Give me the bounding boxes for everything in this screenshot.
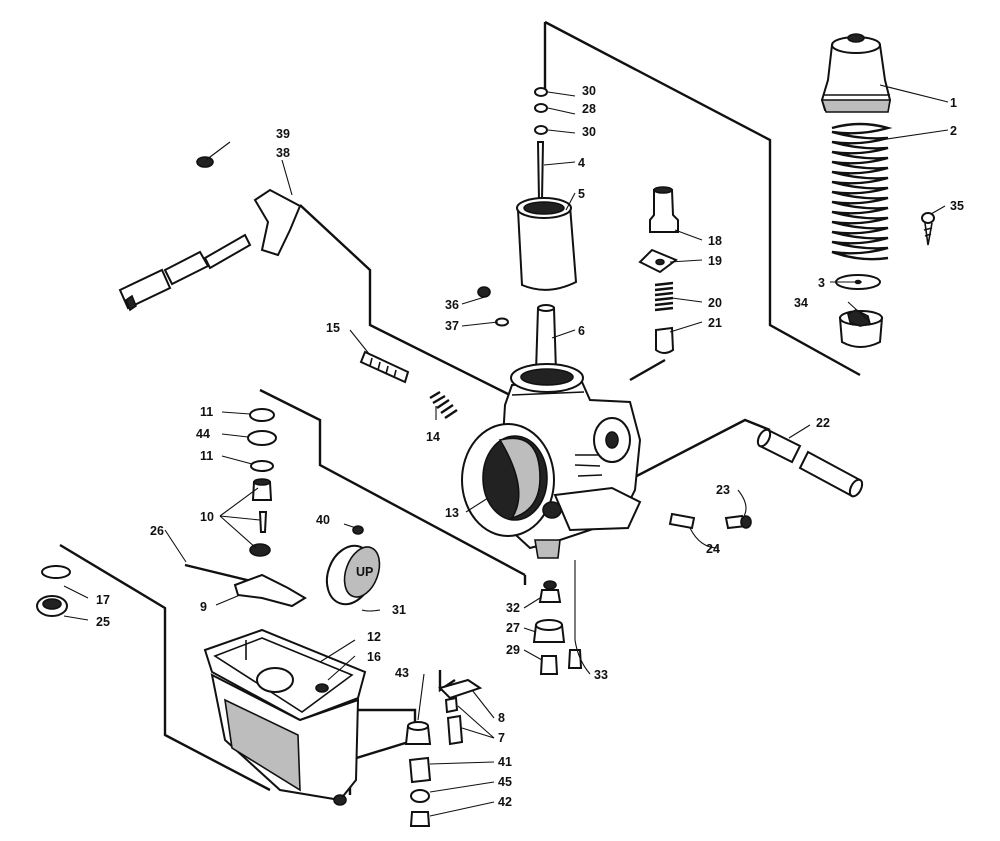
part-float-bowl [203, 628, 367, 806]
callout-10: 10 [200, 510, 214, 524]
callout-24: 24 [706, 542, 720, 556]
float-up-mark: UP [356, 565, 373, 579]
callout-20: 20 [708, 296, 722, 310]
part-float: UP [325, 525, 381, 606]
callout-32: 32 [506, 601, 520, 615]
callout-21: 21 [708, 316, 722, 330]
part-needle-valve [247, 408, 277, 557]
part-idle-screw [359, 350, 458, 419]
part-throttle-sleeve [756, 428, 864, 498]
callout-30-top: 30 [582, 84, 596, 98]
callout-7: 7 [498, 731, 505, 745]
callout-38: 38 [276, 146, 290, 160]
part-washers-top [534, 87, 548, 135]
callout-14: 14 [426, 430, 440, 444]
callout-26: 26 [150, 524, 164, 538]
leader-lines [63, 84, 949, 817]
callout-28: 28 [582, 102, 596, 116]
callout-22: 22 [816, 416, 830, 430]
part-air-screw [668, 512, 752, 530]
callout-43: 43 [395, 666, 409, 680]
callout-3: 3 [818, 276, 825, 290]
callout-2: 2 [950, 124, 957, 138]
callout-34: 34 [794, 296, 808, 310]
callout-8: 8 [498, 711, 505, 725]
callout-36: 36 [445, 298, 459, 312]
callout-5: 5 [578, 187, 585, 201]
part-starter-plunger [638, 186, 679, 354]
callout-11-bottom: 11 [200, 449, 213, 463]
callout-39: 39 [276, 127, 290, 141]
callout-labels: 1 2 3 4 5 6 7 8 9 10 11 11 12 13 14 15 1… [96, 84, 964, 809]
callout-23: 23 [716, 483, 730, 497]
callout-18: 18 [708, 234, 722, 248]
callout-29: 29 [506, 643, 520, 657]
part-drain-plug [36, 565, 71, 617]
part-throttle-sensor [118, 156, 302, 312]
part-slide-guide [534, 304, 558, 373]
callout-33: 33 [594, 668, 608, 682]
part-throttle-valve [516, 197, 578, 291]
part-screw-35 [921, 212, 935, 246]
callout-16: 16 [367, 650, 381, 664]
callout-30-bottom: 30 [582, 125, 596, 139]
part-spring [831, 122, 893, 261]
callout-13: 13 [445, 506, 459, 520]
callout-25: 25 [96, 615, 110, 629]
callout-37: 37 [445, 319, 459, 333]
callout-17: 17 [96, 593, 110, 607]
callout-40: 40 [316, 513, 330, 527]
callout-12: 12 [367, 630, 381, 644]
part-float-arm [184, 563, 307, 608]
callout-45: 45 [498, 775, 512, 789]
callout-4: 4 [578, 156, 585, 170]
callout-9: 9 [200, 600, 207, 614]
part-needle-holder [838, 309, 884, 348]
callout-42: 42 [498, 795, 512, 809]
callout-31: 31 [392, 603, 406, 617]
callout-41: 41 [498, 755, 512, 769]
part-drain-fittings [404, 678, 483, 827]
callout-19: 19 [708, 254, 722, 268]
part-cap [820, 33, 892, 113]
part-main-jet-group [532, 580, 583, 675]
callout-44: 44 [196, 427, 210, 441]
part-cap-screw-36 [477, 286, 509, 327]
callout-1: 1 [950, 96, 957, 110]
carburetor-body [461, 363, 642, 559]
callout-11-top: 11 [200, 405, 213, 419]
callout-27: 27 [506, 621, 520, 635]
callout-35: 35 [950, 199, 964, 213]
callout-6: 6 [578, 324, 585, 338]
assembly-lines [59, 20, 861, 795]
callout-15: 15 [326, 321, 340, 335]
